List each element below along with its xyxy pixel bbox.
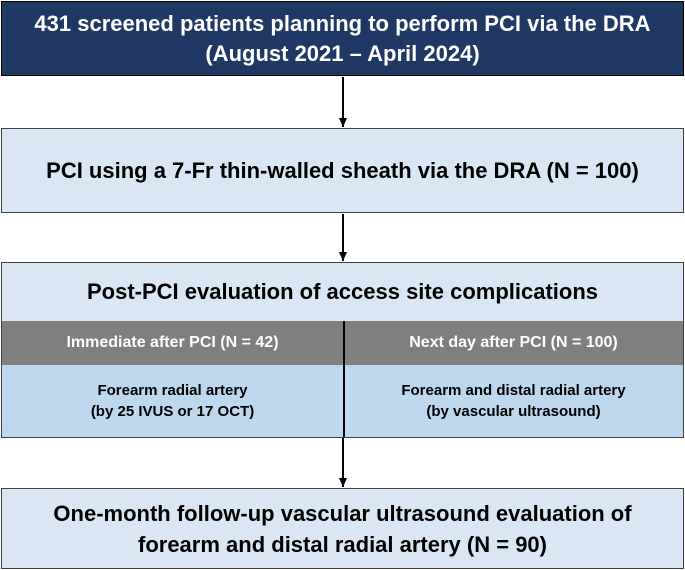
immediate-detail-site: Forearm radial artery: [97, 382, 248, 399]
followup-text-line2: forearm and distal radial artery (N = 90…: [138, 531, 547, 557]
screening-period: (August 2021 – April 2024): [205, 40, 480, 66]
next-day-detail-method: (by vascular ultrasound): [426, 403, 601, 420]
procedure-box: PCI using a 7-Fr thin-walled sheath via …: [1, 128, 684, 213]
screening-box: 431 screened patients planning to perfor…: [1, 1, 684, 76]
immediate-header: Immediate after PCI (N = 42): [66, 334, 279, 351]
procedure-text: PCI using a 7-Fr thin-walled sheath via …: [46, 157, 639, 183]
next-day-detail-site: Forearm and distal radial artery: [401, 382, 626, 399]
followup-text-line1: One-month follow-up vascular ultrasound …: [53, 500, 632, 526]
method-detail-band: Forearm radial artery (by 25 IVUS or 17 …: [2, 365, 683, 437]
screening-text: 431 screened patients planning to perfor…: [34, 10, 651, 36]
evaluation-title: Post-PCI evaluation of access site compl…: [86, 279, 599, 304]
column-divider: [343, 321, 345, 437]
immediate-detail: Forearm radial artery (by 25 IVUS or 17 …: [2, 365, 343, 437]
evaluation-box: Post-PCI evaluation of access site compl…: [1, 262, 684, 438]
next-day-header: Next day after PCI (N = 100): [409, 334, 618, 351]
immediate-detail-method: (by 25 IVUS or 17 OCT): [90, 403, 255, 420]
timing-header-band: Immediate after PCI (N = 42) Next day af…: [2, 321, 683, 365]
followup-box: One-month follow-up vascular ultrasound …: [1, 488, 684, 569]
next-day-detail: Forearm and distal radial artery (by vas…: [343, 365, 684, 437]
